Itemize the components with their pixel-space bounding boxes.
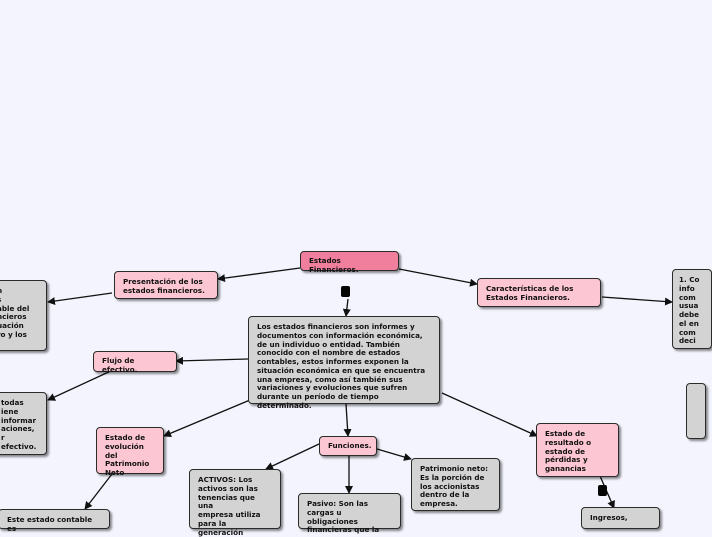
detail-presentacion[interactable]: n s able del ncieros uación ro y los [0, 280, 47, 351]
edge-evolucion-detail [84, 473, 113, 510]
edge-root-caracteristicas [398, 268, 478, 287]
detail-patrimonio[interactable]: Patrimonio neto: Es la porción de los ac… [411, 458, 500, 511]
mind-map-canvas: Estados Financieros. Los estados financi… [0, 251, 712, 537]
collapse-marker-icon[interactable] [598, 485, 607, 496]
detail-activos[interactable]: ACTIVOS: Los activos son las tenencias q… [189, 469, 281, 537]
root-node[interactable]: Estados Financieros. [300, 251, 399, 274]
edge-funciones-activos [265, 443, 320, 470]
edge-definition-evolucion [163, 399, 251, 437]
connector-layer [47, 267, 673, 510]
topic-presentacion[interactable]: Presentación de los estados financieros. [114, 271, 218, 299]
collapse-marker-icon[interactable] [341, 286, 350, 297]
detail-ingresos[interactable]: Ingresos, [581, 507, 660, 529]
edge-definition-resultado [441, 392, 538, 437]
detail-pasivo[interactable]: Pasivo: Son las cargas u obligaciones fi… [298, 493, 401, 534]
topic-flujo[interactable]: Flujo de efectivo. [93, 351, 177, 374]
edge-root-definition [342, 298, 351, 317]
edge-funciones-patrimonio [376, 448, 412, 461]
edge-flujo-detail [47, 369, 114, 401]
topic-evolucion[interactable]: Estado de evolución del Patrimonio Neto [96, 427, 164, 477]
edge-definition-funciones [343, 403, 352, 437]
topic-funciones[interactable]: Funciones. [319, 436, 377, 456]
edge-root-presentacion [217, 267, 301, 283]
topic-resultado[interactable]: Estado de resultado o estado de pérdidas… [536, 423, 619, 477]
detail-evolucion[interactable]: Este estado contable es [0, 509, 110, 533]
detail-right-partial[interactable] [686, 383, 706, 439]
edge-definition-flujo [175, 356, 249, 365]
detail-caracteristicas[interactable]: 1. Co info com usua debe el en com deci [672, 269, 712, 349]
edge-resultado-ingresos [599, 475, 615, 509]
edge-caracteristicas-detail [601, 296, 673, 306]
definition-node[interactable]: Los estados financieros son informes y d… [248, 316, 440, 410]
detail-flujo[interactable]: todas iene informar aciones, r efectivo. [0, 392, 47, 455]
topic-caracteristicas[interactable]: Características de los Estados Financier… [477, 278, 601, 307]
edge-presentacion-detail [47, 292, 113, 305]
